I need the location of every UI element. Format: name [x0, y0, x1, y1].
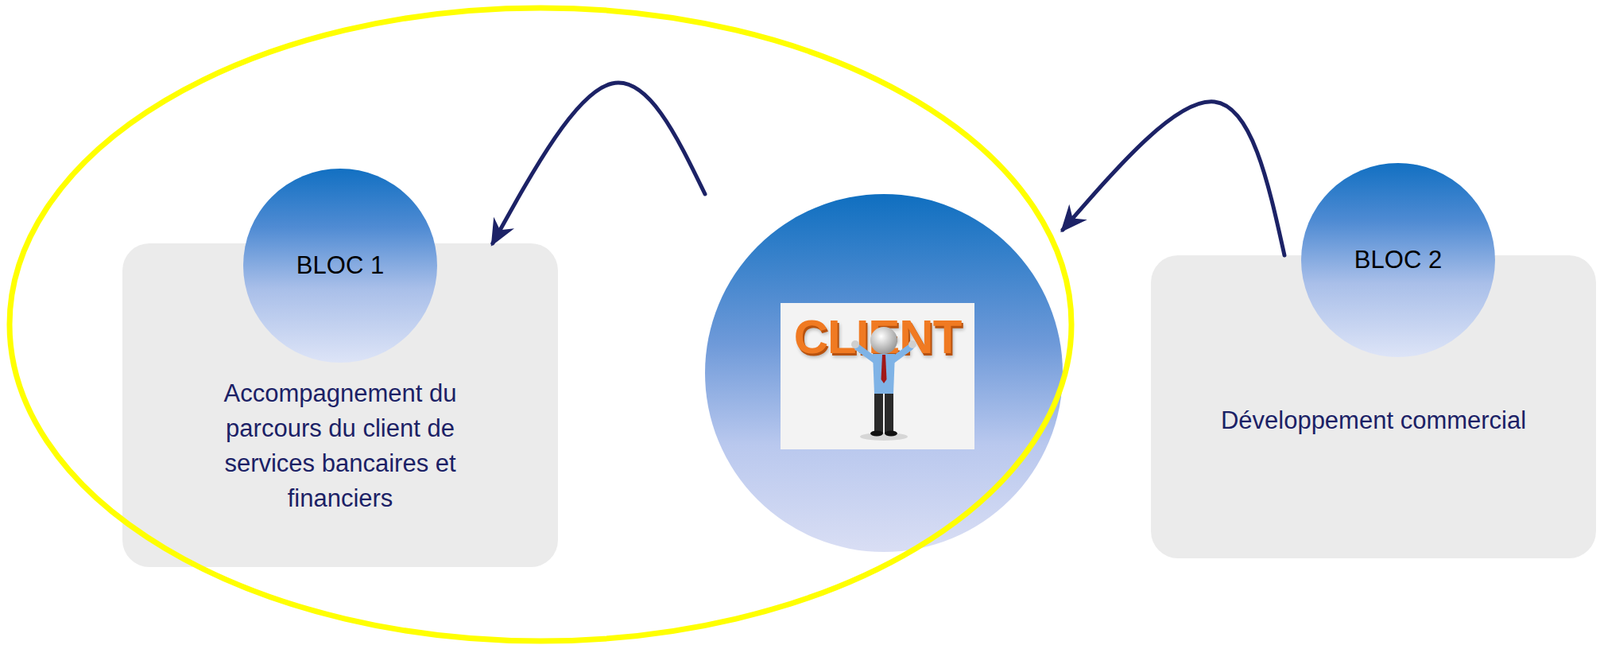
bloc-description: Accompagnement du parcours du client de … [220, 375, 460, 516]
bloc-badge: BLOC 1 [243, 168, 438, 363]
curved-arrow [492, 82, 706, 244]
figure-shoe [870, 430, 884, 437]
client-figure [780, 302, 975, 450]
bloc-box: BLOC 1 Accompagnement du parcours du clie… [122, 243, 558, 567]
bloc-description: Développement commercial [1166, 402, 1581, 438]
figure-head [870, 326, 898, 354]
figure-tie [881, 354, 888, 384]
bloc-body: Accompagnement du parcours du client de … [122, 375, 558, 516]
figure-hand [908, 340, 917, 349]
client-illustration: CLIENT [780, 302, 975, 450]
client-circle: CLIENT [705, 193, 1063, 552]
bloc-body: Développement commercial [1150, 402, 1597, 438]
figure-arm [856, 346, 876, 361]
circle-shape [705, 193, 1063, 552]
connector-layer [492, 82, 1285, 256]
figure-leg [874, 390, 884, 434]
bloc-box: BLOC 2Développement commercial [1150, 255, 1597, 558]
bloc-heading: BLOC 1 [296, 251, 384, 280]
figure-arm [892, 346, 911, 361]
figure-hand [851, 340, 860, 349]
bloc-heading: BLOC 2 [1354, 245, 1442, 275]
figure-shirt [872, 353, 895, 394]
group-ellipse [9, 7, 1072, 641]
figure-shoe [884, 430, 898, 437]
curved-arrow [1062, 101, 1285, 256]
figure-leg [884, 390, 894, 434]
figure-shadow [860, 432, 908, 441]
bloc-badge: BLOC 2 [1301, 162, 1496, 357]
